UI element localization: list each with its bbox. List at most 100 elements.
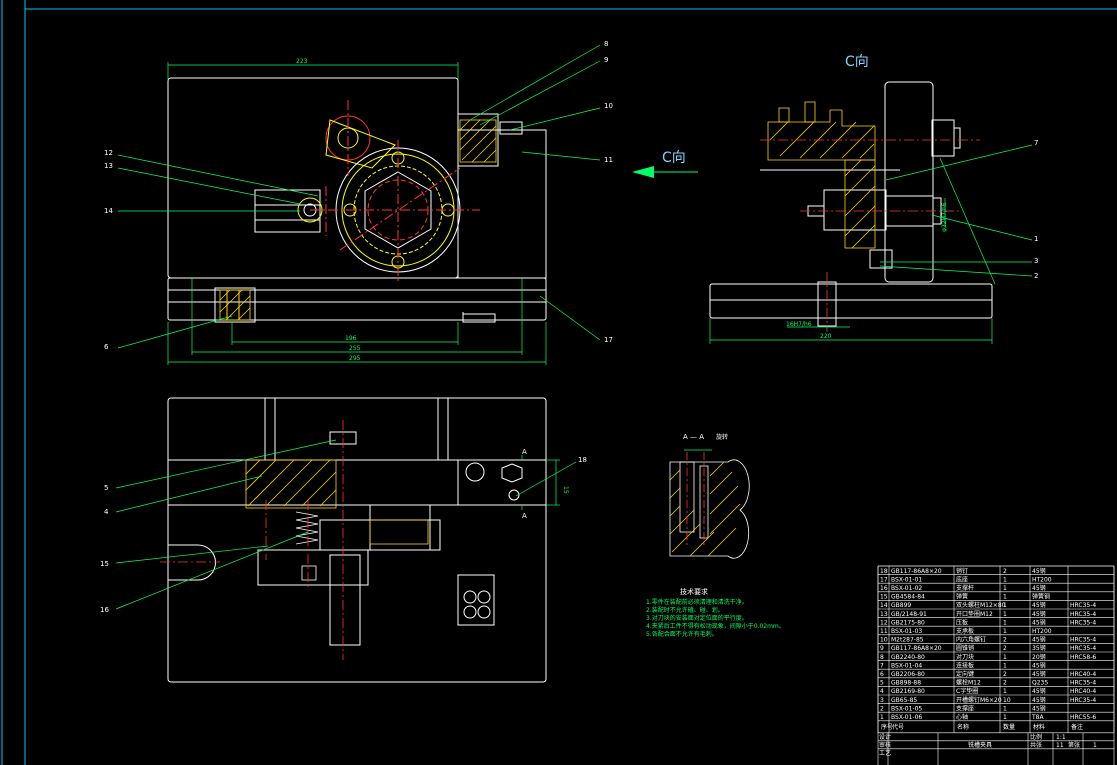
balloon-17: 17 (604, 336, 613, 344)
c-view-arrow-label: C向 (662, 150, 686, 166)
top-view-hatched-parts (245, 459, 429, 545)
notes-line-3: 3.对刀块的安装面对定位面的平行度。 (646, 614, 748, 622)
bom-cell-no: 11 (880, 628, 888, 635)
front-view-dimensions (167, 62, 547, 365)
bom-cell-qty: 10 (1003, 697, 1011, 704)
balloon-15: 15 (100, 560, 109, 568)
section-mark-bottom: A (522, 512, 527, 520)
bom-cell-note: HRC35-4 (1070, 602, 1096, 609)
bom-cell-name: 支撑杆 (956, 584, 974, 592)
bom-cell-name: 定向键 (956, 670, 974, 678)
side-view-title: C向 (845, 54, 869, 70)
bom-cell-no: 10 (880, 637, 888, 644)
balloon-7: 7 (1034, 139, 1038, 147)
balloon-1: 1 (1034, 235, 1038, 243)
bom-cell-qty: 1 (1003, 628, 1007, 635)
balloon-9: 9 (604, 56, 608, 64)
top-view-leaders (115, 439, 577, 610)
dim-base-width: 220 (820, 333, 832, 340)
bom-cell-note: HRC35-4 (1070, 637, 1096, 644)
side-view-dimensions (709, 144, 1033, 344)
bom-cell-no: 8 (880, 654, 884, 661)
dim-fit-vertical: φ22H7/h6 (941, 202, 948, 232)
balloon-11: 11 (604, 156, 613, 164)
bom-cell-name: 圆锥销 (956, 644, 974, 652)
bom-cell-no: 5 (880, 680, 884, 687)
bom-cell-material: 45钢 (1032, 610, 1046, 618)
bom-cell-code: GB117-86A8×20 (891, 568, 942, 575)
bom-cell-material: 45钢 (1032, 670, 1046, 678)
title-block-proc-label: 工艺 (879, 749, 891, 757)
bom-header-cell: 数量 (1003, 723, 1015, 731)
dim-bottom-1: 196 (345, 335, 357, 342)
dim-fit-base: 16H7/h6 (786, 321, 812, 328)
section-title: A — A (683, 433, 704, 441)
bom-cell-qty: 2 (1003, 645, 1007, 652)
dim-bottom-3: 295 (349, 355, 361, 362)
side-view (709, 81, 993, 327)
bom-header-cell: 序号 (881, 723, 893, 731)
bom-cell-qty: 1 (1003, 705, 1007, 712)
bom-cell-no: 1 (880, 714, 884, 721)
dim-bottom-2: 255 (349, 345, 361, 352)
balloon-18: 18 (578, 456, 587, 464)
balloon-12: 12 (104, 149, 113, 157)
balloon-13: 13 (104, 162, 113, 170)
bom-cell-name: 支承板 (956, 627, 974, 635)
balloon-16: 16 (100, 606, 109, 614)
bom-cell-material: 45钢 (1032, 687, 1046, 695)
front-view-hatched-parts (219, 119, 497, 321)
bom-cell-note: HRC35-4 (1070, 697, 1096, 704)
bom-cell-note: HRC35-4 (1070, 645, 1096, 652)
balloon-8: 8 (604, 40, 608, 48)
bom-cell-material: 45钢 (1032, 601, 1046, 609)
balloon-10: 10 (604, 102, 613, 110)
notes-line-5: 5.各配合面不允许有毛刺。 (646, 630, 718, 638)
balloon-6: 6 (104, 343, 109, 351)
bom-cell-qty: 2 (1003, 637, 1007, 644)
bom-header-cell: 名称 (957, 723, 969, 731)
bom-cell-name: 对刀块 (956, 653, 974, 661)
bom-cell-material: 45钢 (1032, 567, 1046, 575)
bom-cell-code: BSX-01-02 (891, 585, 922, 592)
bom-cell-no: 2 (880, 705, 884, 712)
bom-cell-code: GB2240-80 (891, 654, 925, 661)
notes-line-1: 1.零件在装配前必须清理和清洗干净。 (646, 598, 748, 606)
bom-cell-material: 45钢 (1032, 636, 1046, 644)
bom-cell-qty: 1 (1003, 585, 1007, 592)
notes-title: 技术要求 (680, 587, 708, 596)
bom-cell-name: 弹簧 (956, 593, 968, 601)
bom-cell-code: GB65-85 (891, 697, 917, 704)
notes-line-4: 4.夹紧后工件不得有松动现象，间隙小于0.02mm。 (646, 622, 785, 630)
bom-cell-qty: 1 (1003, 688, 1007, 695)
bom-cell-code: GB4584-84 (891, 594, 925, 601)
bom-cell-code: M2t287-85 (891, 637, 924, 644)
top-view-centerlines (160, 420, 344, 660)
balloon-5: 5 (104, 484, 108, 492)
top-view (167, 397, 547, 683)
bom-cell-no: 4 (880, 688, 884, 695)
bom-cell-note: HRC35-4 (1070, 611, 1096, 618)
bom-cell-note: HRC35-4 (1070, 680, 1096, 687)
section-view (669, 449, 750, 559)
bom-cell-qty: 2 (1003, 568, 1007, 575)
bom-cell-code: GB899 (891, 602, 911, 609)
bom-cell-name: 双头螺柱M12×80 (956, 601, 1006, 609)
title-block-total-sheets: 11 (1056, 742, 1064, 749)
title-block-drawing-title: 铣槽夹具 (968, 741, 992, 749)
bom-cell-name: 支撑座 (956, 704, 974, 712)
bom-cell-qty: 1 (1003, 594, 1007, 601)
bom-cell-no: 6 (880, 671, 884, 678)
bom-cell-note: HRC40-4 (1070, 688, 1096, 695)
bom-cell-qty: 1 (1003, 662, 1007, 669)
bom-cell-no: 18 (880, 568, 888, 575)
bom-cell-qty: 1 (1003, 611, 1007, 618)
bom-cell-qty: 1 (1003, 576, 1007, 583)
bom-cell-name: 压板 (956, 618, 968, 626)
bom-cell-name: 心轴 (956, 713, 968, 721)
title-block-sheets-label: 共张 (1030, 741, 1042, 749)
title-block-sheet-label: 第张 (1068, 741, 1080, 749)
bom-cell-code: GB2206-80 (891, 671, 925, 678)
